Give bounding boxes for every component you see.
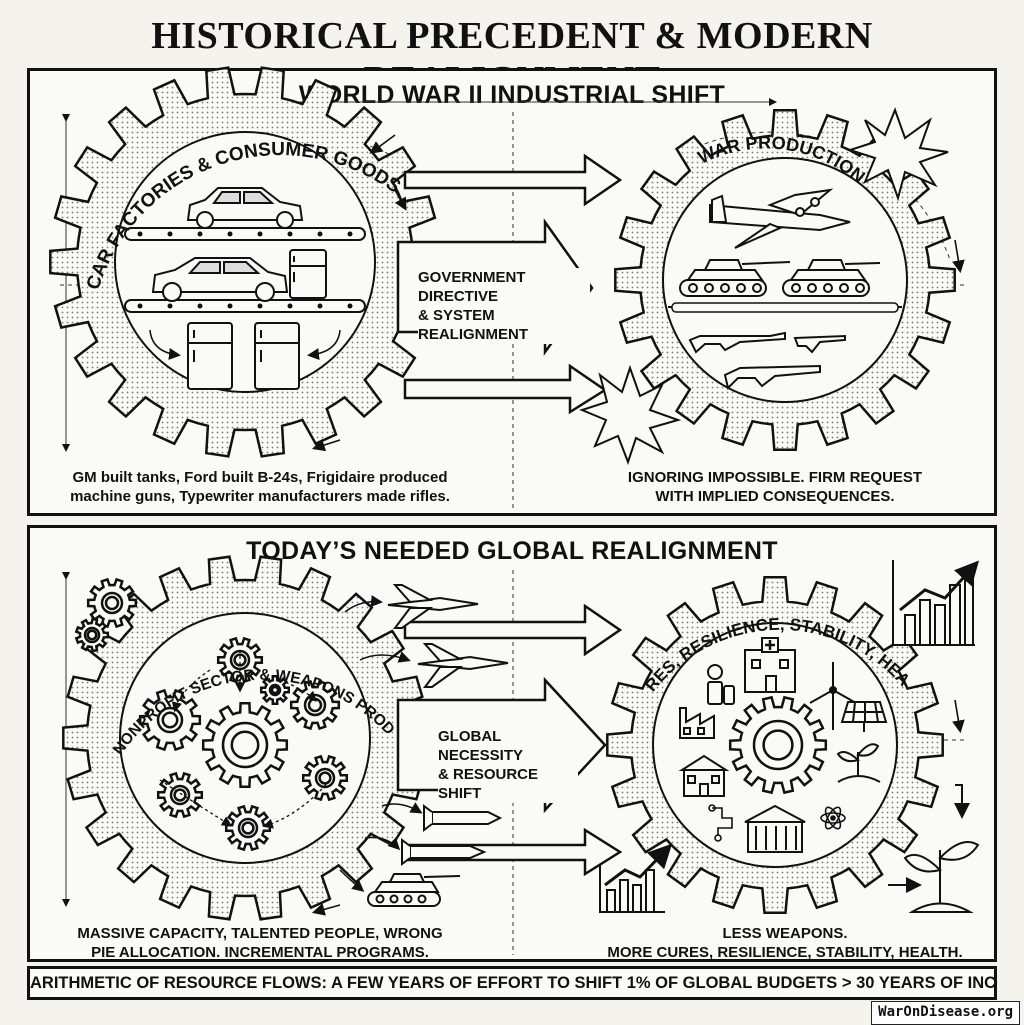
gear-hub <box>270 685 280 695</box>
lab-icon <box>707 664 735 705</box>
conveyor-belts <box>124 227 366 313</box>
ww2-right-caption: IGNORING IMPOSSIBLE. FIRM REQUEST WITH I… <box>600 468 950 506</box>
gear-hub <box>230 730 260 760</box>
modern-right-caption: LESS WEAPONS. MORE CURES, RESILIENCE, ST… <box>590 924 980 962</box>
refrigerator-icon <box>187 322 233 390</box>
gear-hub <box>307 697 323 713</box>
modern-panel-title: TODAY’S NEEDED GLOBAL REALIGNMENT <box>246 537 778 565</box>
car-icon <box>186 187 304 229</box>
gear-hub <box>161 711 179 729</box>
modern-center-label: GLOBAL NECESSITY & RESOURCE SHIFT <box>438 727 578 803</box>
rifle-icon <box>688 331 846 390</box>
small-gears-network <box>138 636 349 852</box>
ww2-left-caption: GM built tanks, Ford built B-24s, Frigid… <box>60 468 460 506</box>
modern-right-caption-line-1: LESS WEAPONS. <box>722 925 848 942</box>
conveyor-rollers <box>137 231 353 309</box>
tank-icon <box>679 259 791 297</box>
modern-left-caption: MASSIVE CAPACITY, TALENTED PEOPLE, WRONG… <box>75 924 445 962</box>
solar-panel-icon <box>840 701 888 732</box>
ww2-right-caption-line-2: WITH IMPLIED CONSEQUENCES. <box>655 488 895 505</box>
bomber-plane-icon <box>709 188 851 249</box>
gear-hub <box>233 653 247 667</box>
gear-hub <box>173 788 187 802</box>
ww2-center-label-line-2: & SYSTEM REALIGNMENT <box>418 307 528 343</box>
modern-center-label-line-1: GLOBAL NECESSITY <box>438 728 524 764</box>
refrigerator-icon <box>289 249 327 299</box>
school-icon <box>678 754 730 797</box>
explosion-icon <box>579 107 949 465</box>
ww2-left-caption-line-2: machine guns, Typewriter manufacturers m… <box>70 488 450 505</box>
ww2-right-caption-line-1: IGNORING IMPOSSIBLE. FIRM REQUEST <box>627 469 923 486</box>
gear-hub <box>86 629 98 641</box>
missile-icon <box>423 804 503 832</box>
center-gear-icon <box>728 695 828 795</box>
fighter-jet-icon <box>417 643 509 688</box>
modern-right-caption-line-2: MORE CURES, RESILIENCE, STABILITY, HEALT… <box>607 944 963 961</box>
watermark-link[interactable]: WarOnDisease.org <box>871 1001 1020 1025</box>
bar-chart-icon <box>599 843 673 913</box>
gear-hub <box>241 821 255 835</box>
modern-center-label-line-2: & RESOURCE SHIFT <box>438 766 539 802</box>
wind-turbine-icon <box>809 662 857 730</box>
bar-chart-icon <box>892 560 980 646</box>
gear-hub <box>104 595 120 611</box>
plant-icon <box>836 743 881 783</box>
tank-icon <box>367 873 461 907</box>
modern-left-caption-line-1: MASSIVE CAPACITY, TALENTED PEOPLE, WRONG <box>77 925 443 942</box>
ww2-center-label-line-1: GOVERNMENT DIRECTIVE <box>418 269 526 305</box>
missile-icon <box>401 838 487 866</box>
ww2-center-label: GOVERNMENT DIRECTIVE & SYSTEM REALIGNMEN… <box>418 268 590 344</box>
factory-icon <box>679 707 715 739</box>
gear-hub <box>318 771 332 785</box>
gear-hub <box>762 729 794 761</box>
plant-icon <box>888 784 980 913</box>
tank-icon <box>782 259 881 297</box>
footer-bar: ARITHMETIC OF RESOURCE FLOWS: A FEW YEAR… <box>27 966 997 1000</box>
ww2-left-caption-line-1: GM built tanks, Ford built B-24s, Frigid… <box>72 469 448 486</box>
fighter-jet-icon <box>387 584 479 629</box>
floating-gears <box>74 577 138 653</box>
modern-left-caption-line-2: PIE ALLOCATION. INCREMENTAL PROGRAMS. <box>91 944 429 961</box>
atom-icon <box>820 806 846 830</box>
car-icon <box>151 257 289 302</box>
hospital-icon <box>744 637 796 693</box>
government-building-icon <box>744 804 806 853</box>
refrigerator-icon <box>254 322 300 390</box>
network-icon <box>708 804 733 842</box>
